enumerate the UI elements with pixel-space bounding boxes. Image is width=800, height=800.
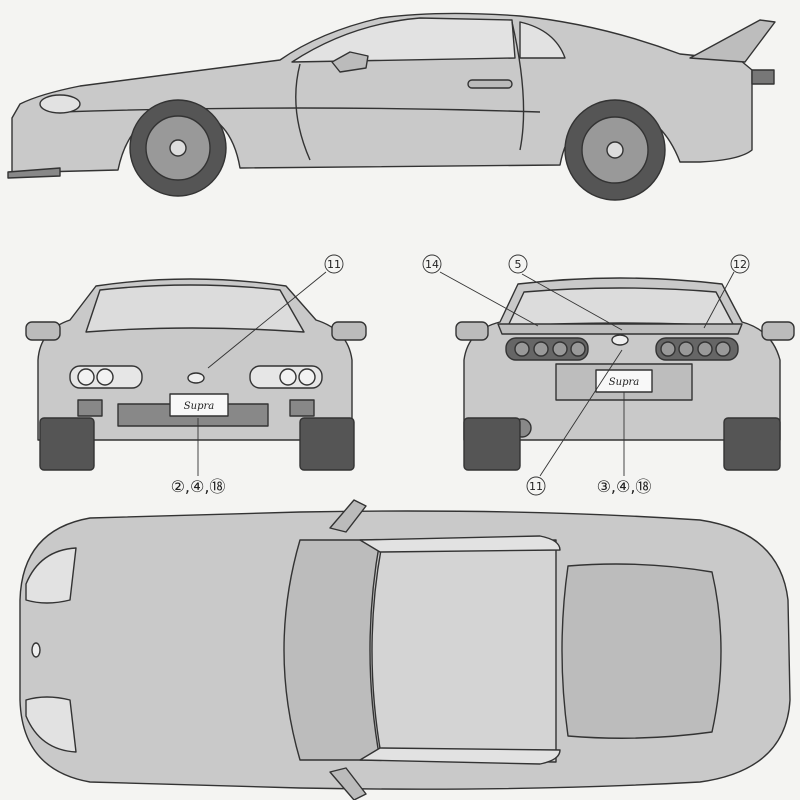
front-badge-text: Supra [184,401,214,412]
taillight-right [655,337,739,361]
side-headlight [39,94,81,114]
callout-front-11-label: 11 [327,258,341,271]
taillight-left-1 [514,341,530,357]
taillight-right-4 [715,341,731,357]
front-headlamp-right-2 [298,368,316,386]
caption-front-parts: ②,④,⑱ [171,477,226,496]
top-side-glass-lower [359,747,561,765]
rear-emblem [611,334,629,346]
rear-view [455,277,795,471]
callout-rear-5-circle [508,254,528,274]
rear-hub-side [606,141,624,159]
top-mirror-upper [329,499,367,533]
callout-rear-11-label: 11 [529,480,543,493]
side-mirror [331,51,369,73]
rear-spoiler [689,19,776,63]
front-headlamp-left-1 [77,368,95,386]
front-tire-right [299,417,355,471]
rear-badge-text: Supra [609,377,639,388]
front-windshield [85,284,305,333]
top-headlight-upper [25,547,77,604]
leader-front-11 [207,271,327,369]
taillight-right-1 [660,341,676,357]
leader-rear-11 [539,349,623,477]
leader-rear-5 [521,273,623,331]
front-vent-left [77,399,103,417]
side-view [7,12,776,201]
door-handle [467,79,513,89]
callout-rear-5-label: 5 [515,258,522,271]
front-headlamp-right-1 [279,368,297,386]
front-emblem [187,372,205,384]
front-headlamp-left-2 [96,368,114,386]
door-line [295,21,525,161]
top-mirror-lower [329,767,367,800]
callout-rear-11-circle [526,476,546,496]
rear-mirror-left [455,321,489,341]
top-roof [371,539,557,763]
rear-tire-left [463,417,521,471]
top-emblem [31,642,41,658]
front-plate [169,393,229,417]
taillight-left-2 [533,341,549,357]
rear-tire-right [723,417,781,471]
side-taillight [751,69,775,85]
taillight-left-3 [552,341,568,357]
taillight-right-2 [678,341,694,357]
front-vent-right [289,399,315,417]
front-view [25,278,367,471]
taillight-right-3 [697,341,713,357]
top-side-glass-upper [359,535,561,553]
top-headlight-lower [25,696,77,753]
side-crease [59,107,541,113]
front-hub-side [169,139,187,157]
leader-rear-12 [703,271,735,329]
callout-rear-12-label: 12 [733,258,747,271]
top-windshield [283,539,381,761]
leader-rear-14 [439,271,539,327]
callout-front-11-circle [324,254,344,274]
callouts [197,254,750,496]
top-rear-glass [561,563,722,739]
callout-rear-14-circle [422,254,442,274]
front-lip [7,167,61,179]
rear-mirror-right [761,321,795,341]
rear-window [507,287,735,327]
rear-quarter-window [519,21,566,59]
caption-rear-parts: ③,④,⑱ [597,477,652,496]
front-mirror-left [25,321,61,341]
top-view [19,499,791,800]
side-window [291,17,516,63]
callout-rear-14-label: 14 [425,258,439,271]
front-mirror-right [331,321,367,341]
front-tire-left [39,417,95,471]
callout-rear-12-circle [730,254,750,274]
taillight-left-4 [570,341,586,357]
